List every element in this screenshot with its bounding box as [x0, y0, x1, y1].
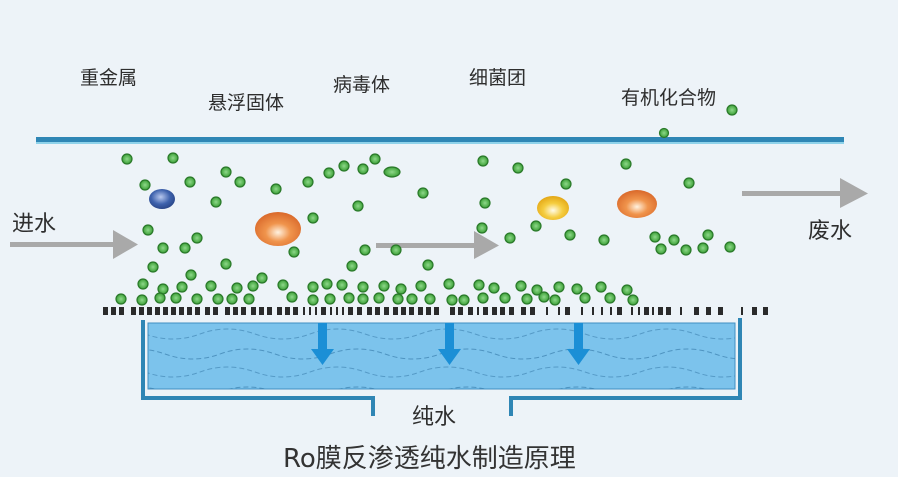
label-pure-water: 纯水 — [412, 405, 457, 430]
permeate-arrows — [311, 323, 590, 365]
inlet-arrow — [10, 230, 138, 259]
heavy-metal-particle — [149, 189, 175, 209]
diagram-title: Ro膜反渗透纯水制造原理 — [283, 444, 576, 474]
suspended-solid-particle — [255, 212, 301, 246]
organic-particle — [617, 190, 657, 218]
mid-flow-arrow — [376, 231, 499, 259]
label-inlet: 进水 — [12, 212, 57, 237]
top-wall — [36, 137, 844, 142]
label-organics: 有机化合物 — [621, 87, 717, 109]
ro-membrane — [103, 307, 768, 315]
water-molecules — [115, 104, 738, 306]
pure-water-tank — [141, 318, 742, 416]
label-wastewater: 废水 — [808, 219, 853, 244]
waste-arrow — [742, 178, 868, 208]
label-bacteria: 细菌团 — [469, 67, 527, 89]
label-heavy-metal: 重金属 — [80, 67, 138, 89]
label-virus: 病毒体 — [333, 74, 391, 96]
bacteria-particle — [537, 196, 569, 220]
label-suspended-solids: 悬浮固体 — [208, 92, 285, 114]
